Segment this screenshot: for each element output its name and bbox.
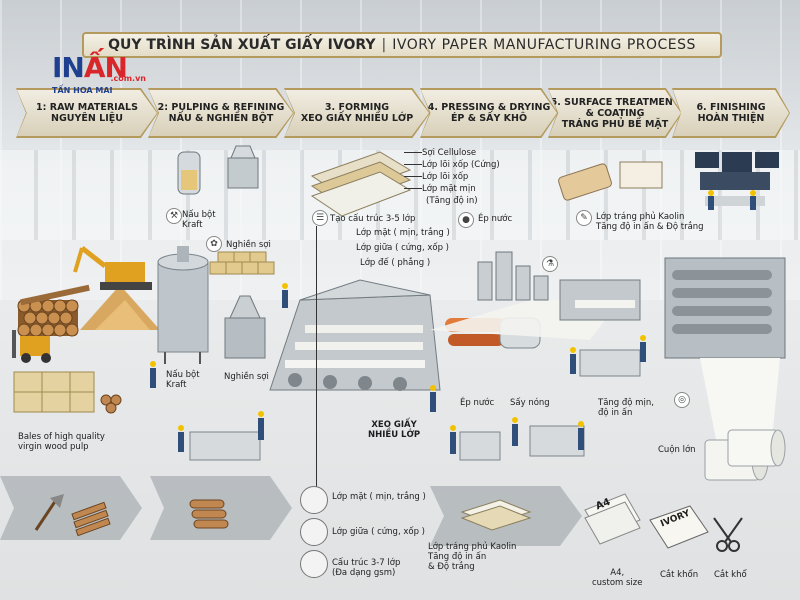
label-bottom-struct: Cấu trúc 3-7 lớp(Đa dạng gsm) xyxy=(332,558,401,578)
face-layer-icon xyxy=(300,486,328,514)
step-4-subtitle: ÉP & SẤY KHÔ xyxy=(450,113,528,124)
label-a4-custom: A4,custom size xyxy=(592,568,643,588)
step-2-pulping: 2: PULPING & REFINING NẤU & NGHIỀN BỘT xyxy=(149,90,293,136)
step-6-title: 6. FINISHING xyxy=(696,102,766,113)
logs-stack-icon xyxy=(189,499,229,529)
cooker-tank xyxy=(157,246,209,364)
step-5-coating: 5. SURFACE TREATMENT & COATING TRÁNG PHỦ… xyxy=(549,90,681,136)
step-1-raw-materials: 1: RAW MATERIALS NGUYÊN LIỆU xyxy=(17,90,157,136)
step-5-title: 5. SURFACE TREATMENT xyxy=(550,96,680,108)
log-pile xyxy=(17,284,90,337)
leader-smooth xyxy=(404,188,422,189)
title-vietnamese: QUY TRÌNH SẢN XUẤT GIẤY IVORY xyxy=(108,37,376,53)
title-english: IVORY PAPER MANUFACTURING PROCESS xyxy=(392,37,696,53)
workers xyxy=(150,190,756,454)
axe-icon xyxy=(34,494,64,531)
a4-stack xyxy=(584,493,641,545)
step-6-finishing: 6. FINISHING HOÀN THIỆN xyxy=(673,90,789,136)
label-layer-face: Lớp mặt ( mịn, trắng ) xyxy=(356,228,450,238)
step-6-subtitle: HOÀN THIỆN xyxy=(697,113,765,124)
label-big-roll: Cuộn lớn xyxy=(658,445,696,455)
label-grind-top: Nghiền sợi xyxy=(226,240,271,250)
logo-domain: .com.vn xyxy=(110,74,146,83)
logo-mark: INẤN xyxy=(52,54,148,82)
excavator xyxy=(73,246,152,290)
label-dry-hot: Sấy nóng xyxy=(510,398,550,408)
desks xyxy=(189,349,641,461)
forming-machine xyxy=(269,279,441,391)
label-cross-print: (Tăng độ in) xyxy=(426,196,478,206)
title-separator: | xyxy=(381,37,387,53)
structure-icon xyxy=(300,550,328,578)
page-title: QUY TRÌNH SẢN XUẤT GIẤY IVORY | IVORY PA… xyxy=(82,32,722,58)
finishing-machine xyxy=(664,257,786,460)
step-1-subtitle: NGUYÊN LIỆU xyxy=(51,113,123,124)
logo-text-an: ẤN xyxy=(83,51,128,84)
step-5-subtitle-vi: TRÁNG PHỦ BỀ MẶT xyxy=(561,118,669,130)
pulp-bales xyxy=(13,371,122,414)
roll-bubble-icon: ◎ xyxy=(674,392,690,408)
tanks-step4 xyxy=(477,251,549,301)
step-3-forming: 3. FORMING XEO GIẤY NHIỀU LỚP xyxy=(285,90,429,136)
coating-roll-detail xyxy=(558,161,663,201)
grinder xyxy=(224,295,266,359)
label-bottom-mid: Lớp giữa ( cứng, xốp ) xyxy=(332,527,425,537)
logo-text-in: IN xyxy=(52,51,85,84)
flask-icon: ⚗ xyxy=(542,256,558,272)
coating-machine xyxy=(559,279,641,321)
leader-line-forming xyxy=(316,226,317,488)
coated-sheets-icon xyxy=(460,499,532,531)
forklift xyxy=(12,330,51,363)
label-cross-smooth: Lớp mặt mịn xyxy=(422,184,476,194)
scissors-icon xyxy=(713,517,743,552)
step-3-subtitle: XEO GIẤY NHIỀU LỚP xyxy=(300,113,414,124)
brand-logo: INẤN .com.vn TẤN HOA MAI xyxy=(52,54,148,104)
water-drop-icon: ● xyxy=(458,212,474,228)
layers-bubble-icon: ☰ xyxy=(312,210,328,226)
label-cross-cellulose: Sợi Cellulose xyxy=(422,148,477,158)
leader-core xyxy=(404,176,422,177)
axe-bubble-icon: ⚒ xyxy=(166,208,182,224)
label-bottom-face: Lớp mặt ( mịn, trắng ) xyxy=(332,492,426,502)
label-cut-roll: Cắt khổ xyxy=(714,570,747,580)
label-cut-sheet: Cắt khổn xyxy=(660,570,699,580)
step2-icons xyxy=(177,145,259,195)
step-2-title: 2: PULPING & REFINING xyxy=(157,102,285,113)
layered-sheets-detail xyxy=(310,151,412,217)
label-grind-bottom: Nghiền sợi xyxy=(224,372,269,382)
label-layer-mid: Lớp giữa ( cứng, xốp ) xyxy=(356,243,449,253)
leaf-icon: ✿ xyxy=(206,236,222,252)
step-1-title: 1: RAW MATERIALS xyxy=(36,102,138,113)
mid-layer-icon xyxy=(300,518,328,546)
wood-blocks xyxy=(209,251,275,275)
label-press-water-top: Ép nước xyxy=(478,214,513,224)
ivory-ream xyxy=(649,505,709,549)
big-rolls xyxy=(704,429,786,481)
leader-cellulose xyxy=(404,152,422,153)
step-4-title: 4. PRESSING & DRYING xyxy=(427,102,551,113)
control-screens xyxy=(695,152,779,206)
step-5-subtitle: & COATING xyxy=(585,107,645,119)
logs-bundle-icon xyxy=(71,501,111,537)
coating-brush-icon: ✎ xyxy=(576,210,592,226)
label-smooth-print: Tăng độ mịn,độ in ấn xyxy=(598,398,654,418)
logo-subtitle: TẤN HOA MAI xyxy=(52,86,113,95)
step-2-subtitle: NẤU & NGHIỀN BỘT xyxy=(168,113,274,124)
label-cross-core: Lớp lõi xốp xyxy=(422,172,469,182)
label-press-water: Ép nước xyxy=(460,398,495,408)
label-layers-title: Tạo cấu trúc 3-5 lớp xyxy=(330,214,416,224)
leader-core-hard xyxy=(404,164,422,165)
label-cross-core-hard: Lớp lõi xốp (Cứng) xyxy=(422,160,500,170)
wood-chips-pile xyxy=(80,285,160,330)
step-4-pressing: 4. PRESSING & DRYING ÉP & SẤY KHÔ xyxy=(421,90,557,136)
label-layer-base: Lớp đế ( phẳng ) xyxy=(360,258,431,268)
step-3-title: 3. FORMING xyxy=(324,102,390,113)
